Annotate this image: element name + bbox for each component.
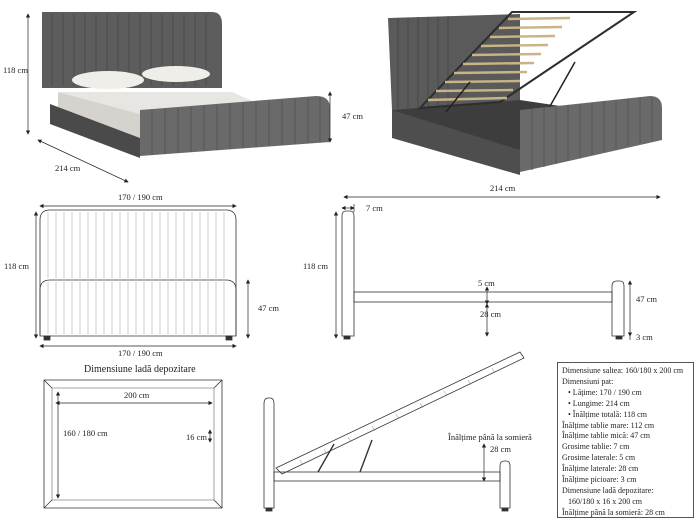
spec-line: Înălțime picioare: 3 cm [562, 475, 637, 485]
side-view-drawing [341, 210, 625, 340]
storage-width-label: 160 / 180 cm [63, 428, 108, 438]
spec-line: • Lățime: 170 / 190 cm [568, 387, 642, 397]
spec-line: Înălțime tablie mare: 112 cm [562, 420, 655, 430]
bed-photo-front [42, 12, 330, 158]
storage-box-drawing [43, 379, 223, 509]
front-view-drawing [39, 209, 237, 341]
spec-line: Înălțime laterale: 28 cm [562, 464, 639, 474]
lift-mechanism-drawing [263, 351, 525, 512]
side-footboard-label: 47 cm [636, 294, 657, 304]
spec-line: Dimensiuni pat: [562, 376, 614, 386]
lift-height-value: 28 cm [490, 444, 511, 454]
front-width-bottom-label: 170 / 190 cm [118, 348, 163, 358]
spec-line: Grosime laterale: 5 cm [562, 453, 636, 463]
spec-line: Înălțime tablie mică: 47 cm [562, 431, 650, 441]
side-rail-height-label: 28 cm [480, 309, 501, 319]
photo1-height-label: 118 cm [3, 65, 28, 75]
side-thickness-label: 7 cm [366, 203, 383, 213]
spec-line: Grosime tablie: 7 cm [562, 442, 630, 452]
storage-length-label: 200 cm [124, 390, 150, 400]
bed-photo-storage-open [388, 11, 662, 175]
side-rail-label: 5 cm [478, 278, 495, 288]
storage-title: Dimensiune ladă depozitare [84, 364, 196, 375]
spec-line: • Lungime: 214 cm [568, 398, 630, 408]
spec-line: • Înălțime totală: 118 cm [568, 409, 647, 419]
side-legs-label: 3 cm [636, 332, 653, 342]
storage-depth-label: 16 cm [186, 432, 207, 442]
spec-line: 160/180 x 16 x 200 cm [568, 496, 642, 506]
spec-line: Dimensiune ladă depozitare: [562, 485, 654, 495]
photo2-length-label: 214 cm [490, 183, 516, 193]
front-footboard-label: 47 cm [258, 303, 279, 313]
side-height-label: 118 cm [303, 261, 328, 271]
spec-line: Dimensiune saltea: 160/180 x 200 cm [562, 366, 684, 375]
lift-height-title: Înălțime până la somieră [448, 432, 532, 442]
front-width-top-label: 170 / 190 cm [118, 192, 163, 202]
photo1-footboard-label: 47 cm [342, 111, 363, 121]
photo1-width-label: 214 cm [55, 163, 81, 173]
front-height-label: 118 cm [4, 261, 29, 271]
spec-line: Înălțime până la somieră: 28 cm [562, 507, 665, 517]
